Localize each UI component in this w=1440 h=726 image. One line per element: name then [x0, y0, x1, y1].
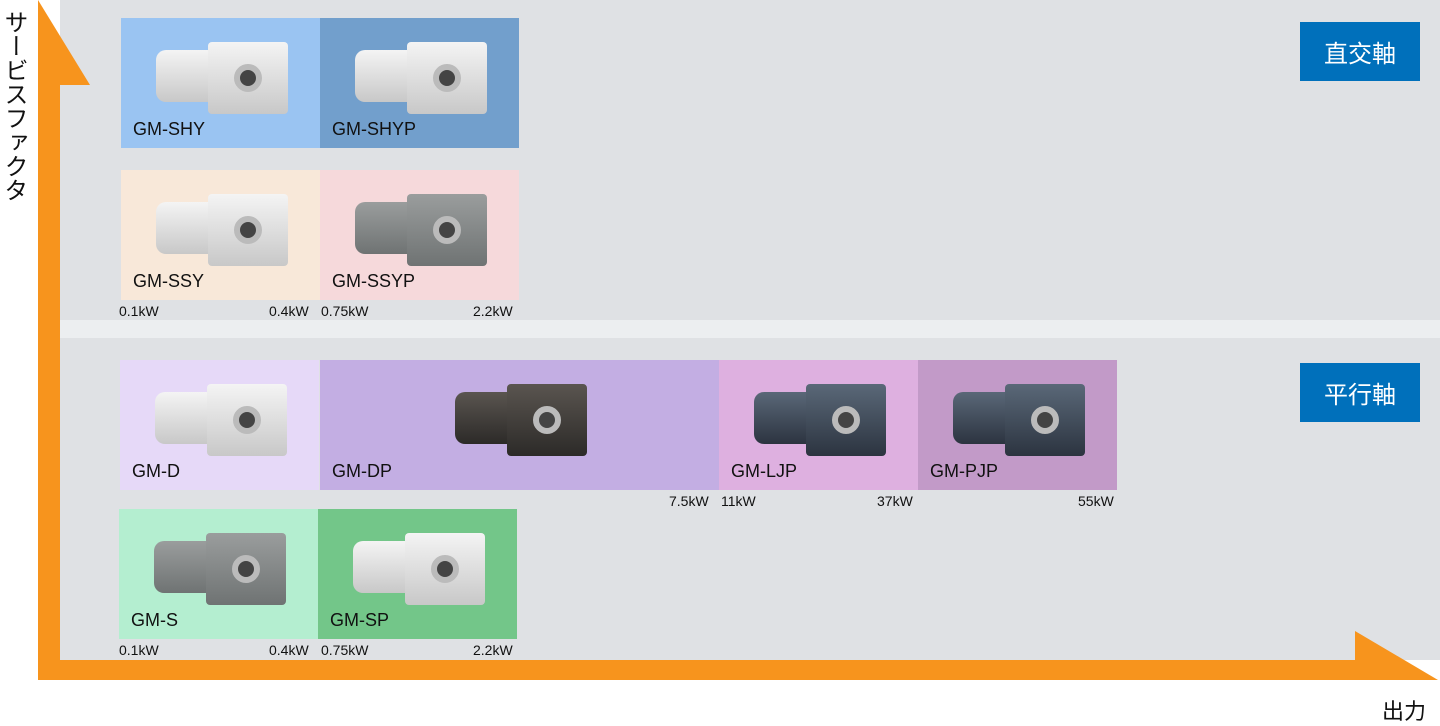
x-axis-arrow: [38, 660, 1358, 680]
kw-label: 0.4kW: [269, 303, 309, 319]
product-gm-shy[interactable]: GM-SHY: [121, 18, 320, 148]
motor-image: [445, 374, 595, 464]
y-axis-arrow: [38, 84, 60, 680]
y-axis-arrowhead: [38, 0, 90, 85]
product-gm-shyp[interactable]: GM-SHYP: [320, 18, 519, 148]
kw-label: 0.4kW: [269, 642, 309, 658]
x-axis-label: 出力: [1382, 700, 1427, 725]
product-gm-pjp[interactable]: GM-PJP: [918, 360, 1117, 490]
kw-label: 0.1kW: [119, 642, 159, 658]
kw-label: 0.1kW: [119, 303, 159, 319]
right-angle-badge: 直交軸: [1300, 22, 1420, 81]
product-gm-sp[interactable]: GM-SP: [318, 509, 517, 639]
motor-image: [345, 32, 495, 122]
product-gm-ssy[interactable]: GM-SSY: [121, 170, 320, 300]
motor-image: [145, 374, 295, 464]
product-gm-s[interactable]: GM-S: [119, 509, 318, 639]
kw-label: 2.2kW: [473, 642, 513, 658]
kw-label: 11kW: [721, 493, 756, 509]
motor-image: [146, 184, 296, 274]
motor-image: [943, 374, 1093, 464]
kw-label: 0.75kW: [321, 642, 369, 658]
motor-image: [144, 523, 294, 613]
kw-label: 37kW: [877, 493, 913, 509]
motor-image: [146, 32, 296, 122]
kw-label: 0.75kW: [321, 303, 369, 319]
product-gm-d[interactable]: GM-D: [120, 360, 319, 490]
kw-label: 2.2kW: [473, 303, 513, 319]
panel-divider: [60, 320, 1440, 338]
y-axis-label: サービスファクタ: [0, 10, 28, 202]
kw-label: 55kW: [1078, 493, 1114, 509]
motor-image: [343, 523, 493, 613]
parallel-badge: 平行軸: [1300, 363, 1420, 422]
motor-image: [345, 184, 495, 274]
x-axis-arrowhead: [1355, 631, 1438, 680]
product-gm-ssyp[interactable]: GM-SSYP: [320, 170, 519, 300]
kw-label: 7.5kW: [669, 493, 709, 509]
product-gm-ljp[interactable]: GM-LJP: [719, 360, 918, 490]
motor-image: [744, 374, 894, 464]
product-gm-dp[interactable]: GM-DP: [320, 360, 719, 490]
